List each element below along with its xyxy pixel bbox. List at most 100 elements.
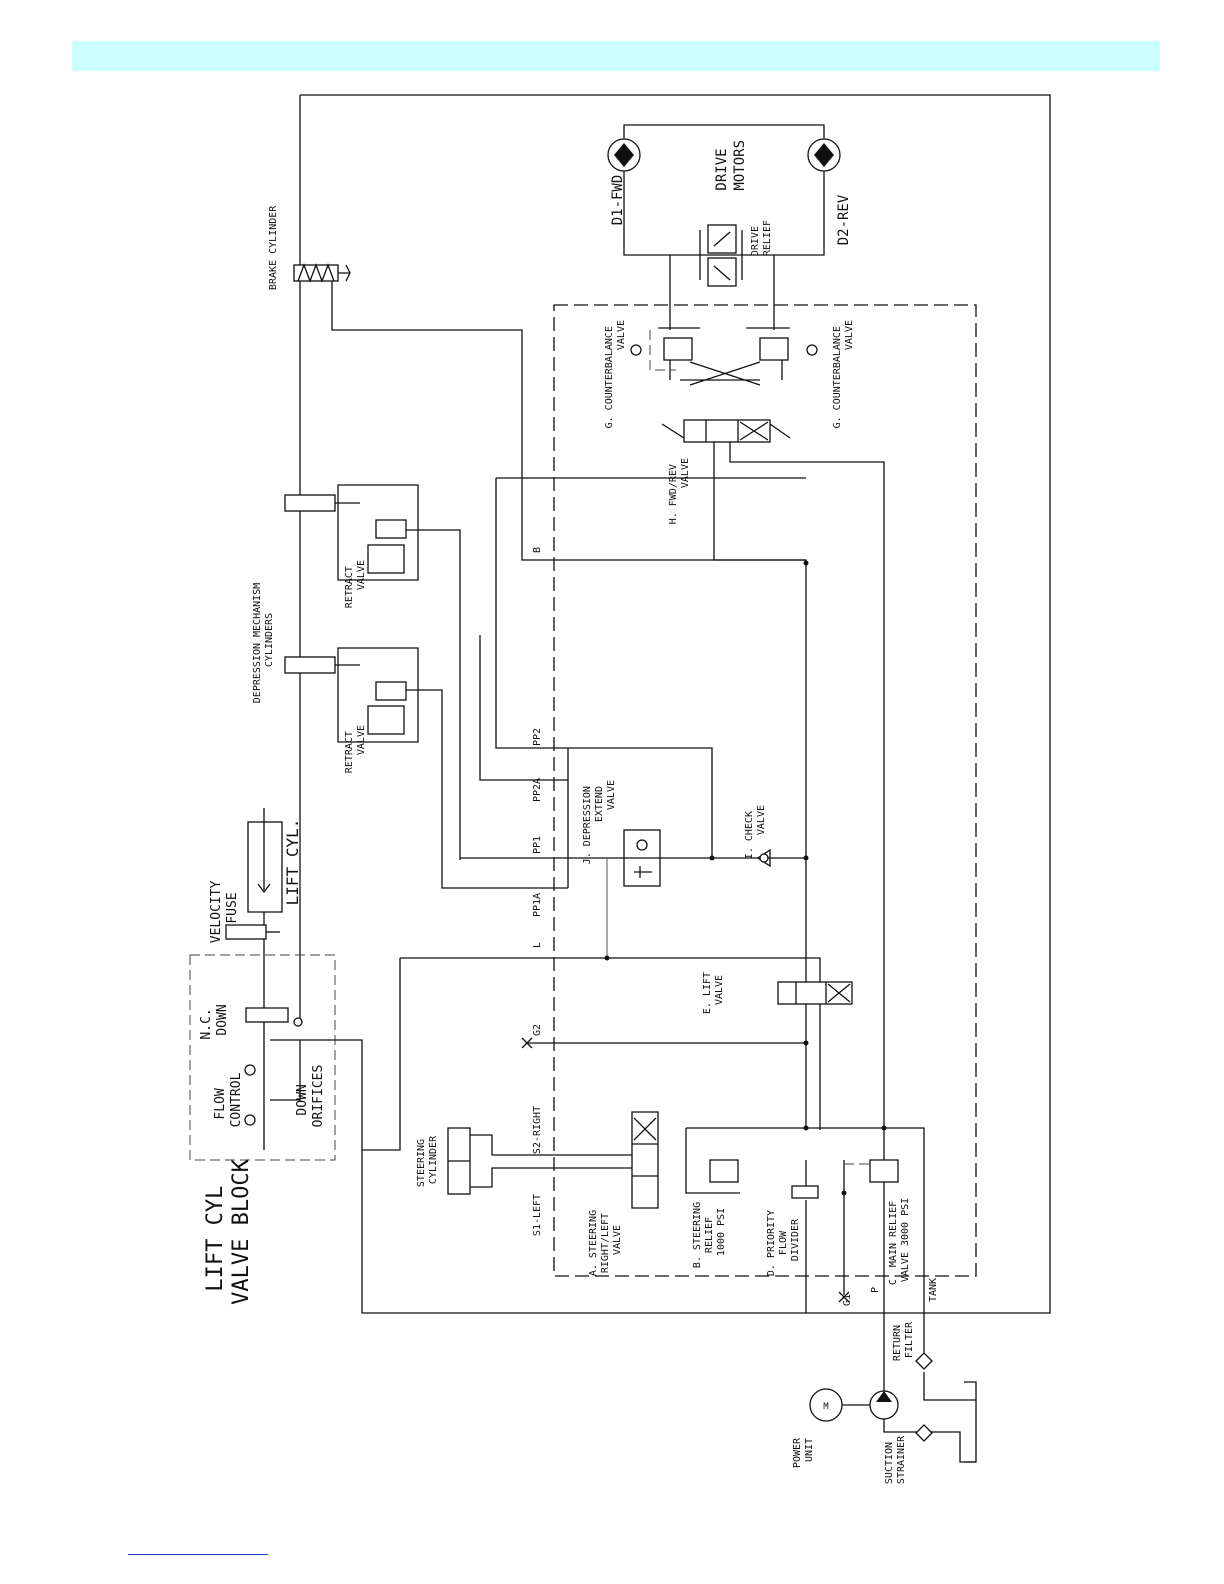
steering-valve-symbol [631,1111,659,1209]
retract-valve-lower-label-1: RETRACT [344,731,355,773]
return-filter-symbol [915,1352,933,1370]
depression-extend-label-1: J. DEPRESSION [582,786,593,864]
port-b: B [532,547,543,553]
svg-text:D. PRIORITY FLOW D: D. PRIORITY FLOW DIVIDER [766,1204,801,1276]
lift-valve-label-1: E. LIFT [702,972,713,1014]
counterbalance-right-label-2: VALVE [844,320,855,350]
flow-control-symbol [244,1114,256,1126]
d1-fwd-label: D1-FWD [610,175,626,226]
port-pp2a: PP2A [532,778,543,802]
priority-divider: D. PRIORITY FLOW DIVIDER [766,1185,819,1276]
depression-extend-label-3: VALVE [606,780,617,810]
svg-text:RETRACT VALVE: RETRACT VALVE [344,560,367,608]
return-filter-label-1: RETURN [892,1325,903,1361]
brake-cylinder: BRAKE CYLINDER [268,205,806,561]
steering-cylinder-label-2: CYLINDER [428,1135,439,1184]
manifold-lines [362,560,925,1410]
counterbalance-right-label-1: G. COUNTERBALANCE [832,326,843,428]
d2-rev-label: D2-REV [836,194,852,245]
svg-text:E. LIFT VALVE: E. LIFT VALVE [702,966,725,1014]
check-valve-label-2: VALVE [756,805,767,835]
counterbalance-left-label-2: VALVE [616,320,627,350]
svg-text:LIFT CYL VALVE BLOCK: LIFT CYL VALVE BLOCK [203,1158,254,1304]
g2-gauge-mark [521,1037,533,1049]
g1-gauge-mark [838,1291,850,1303]
steering-relief-label-2: RELIEF [704,1217,715,1253]
lift-valve: E. LIFT VALVE [702,966,853,1014]
svg-text:VELOCITY FUSE: VELOCITY FUSE [209,873,240,943]
velocity-fuse-label-1: VELOCITY [209,880,224,943]
port-l: L [532,942,543,948]
svg-text:DEPRESSION MECHANISM CYLIN: DEPRESSION MECHANISM CYLINDERS [252,577,275,703]
power-unit-group: M POWER UNIT SUCTION STRAINER RETURN FIL… [792,1319,977,1484]
steering-cylinder-label-1: STEERING [416,1139,427,1187]
return-filter-label-2: FILTER [904,1321,915,1358]
svg-text:J. DEPRESSION EXTEND: J. DEPRESSION EXTEND VALVE [582,780,617,864]
lift-cyl-label: LIFT CYL. [283,819,302,906]
motor-m-label: M [823,1402,829,1412]
priority-divider-label-3: DIVIDER [790,1218,801,1261]
svg-text:DRIVE MOTORS: DRIVE MOTORS [714,140,748,191]
down-orifices-label-1: DOWN [295,1084,310,1115]
port-pp1: PP1 [532,836,543,854]
svg-text:RETRACT VALVE: RETRACT VALVE [344,725,367,773]
suction-strainer-label-1: SUCTION [884,1442,895,1484]
brake-cylinder-label: BRAKE CYLINDER [268,205,279,290]
counterbalance-right [759,337,789,361]
port-pp1a: PP1A [532,893,543,917]
lift-valve-label-2: VALVE [714,975,725,1005]
main-relief-label-1: C. MAIN RELIEF [888,1201,899,1285]
priority-divider-label-1: D. PRIORITY [766,1210,777,1276]
drive-relief-label-2: RELIEF [762,220,773,256]
svg-text:C. MAIN RELIEF VALVE 300: C. MAIN RELIEF VALVE 3000 PSI [888,1195,911,1285]
flow-control-label-1: FLOW [213,1088,228,1119]
svg-text:I. CHECK VALVE: I. CHECK VALVE [744,805,767,859]
svg-text:H. FWD/REV VALVE: H. FWD/REV VALVE [668,458,691,524]
drive-motors-label-1: DRIVE [714,148,730,190]
svg-text:POWER UNIT: POWER UNIT [792,1432,815,1468]
drive-relief-label-1: DRIVE [750,226,761,256]
check-valve: I. CHECK VALVE [744,805,771,868]
priority-divider-label-2: FLOW [778,1230,789,1255]
down-orifices-label-2: ORIFICES [311,1065,326,1128]
svg-text:N.C. DOWN: N.C. DOWN [199,1000,230,1039]
main-relief-label-2: VALVE 3000 PSI [900,1198,911,1282]
svg-text:B. STEERING RELIEF: B. STEERING RELIEF 1000 PSI [692,1196,727,1268]
svg-text:FLOW CONTROL: FLOW CONTROL [213,1072,244,1127]
depression-cylinder-upper: RETRACT VALVE [284,477,806,860]
lift-cylinder-group: VELOCITY FUSE LIFT CYL. N.C. DOWN FLOW C… [199,808,363,1150]
port-s2-right: S2-RIGHT [532,1106,543,1154]
drive-motors-group: DRIVE MOTORS D1-FWD D2-REV DRIVE RELIEF [607,124,852,330]
svg-text:DOWN ORIFICES: DOWN ORIFICES [295,1065,326,1128]
depression-cylinder-lower: RETRACT VALVE [284,635,568,889]
nc-down-label-2: DOWN [215,1004,230,1035]
depression-extend-valve: J. DEPRESSION EXTEND VALVE [582,780,661,887]
svg-text:DRIVE RELIEF: DRIVE RELIEF [750,220,773,256]
svg-text:RETURN FILTER: RETURN FILTER [892,1319,915,1361]
footer-rule [128,1554,268,1555]
retract-valve-upper-label-2: VALVE [356,560,367,590]
power-unit-label-2: UNIT [804,1438,815,1462]
lift-cylinder-symbol [247,821,283,913]
port-g2: G2 [532,1024,543,1036]
depression-extend-label-2: EXTEND [594,786,605,822]
steering-relief-symbol [709,1159,739,1183]
steering-relief-label-1: B. STEERING [692,1202,703,1268]
reservoir-symbol [964,1381,977,1463]
manifold-block-outline [553,304,977,1277]
depression-cylinders-label-1: DEPRESSION MECHANISM [252,583,263,703]
retract-valve-upper-label-1: RETRACT [344,566,355,608]
velocity-fuse-symbol [225,924,267,940]
drive-motors-label-2: MOTORS [732,140,748,191]
lift-valve-block-outline [189,954,336,1161]
main-relief: C. MAIN RELIEF VALVE 3000 PSI [844,1159,911,1285]
check-valve-label-1: I. CHECK [744,811,755,859]
velocity-fuse-label-2: FUSE [225,892,240,923]
fwd-rev-valve: H. FWD/REV VALVE [661,419,885,1160]
steering-relief-label-3: 1000 PSI [716,1208,727,1256]
counterbalance-valves: G. COUNTERBALANCE VALVE G. COUNTERBALANC… [604,320,855,428]
counterbalance-left-label-1: G. COUNTERBALANCE [604,326,615,428]
main-return-frame [300,94,1051,1314]
svg-text:G. COUNTERBALANCE VALVE: G. COUNTERBALANCE VALVE [604,320,627,428]
